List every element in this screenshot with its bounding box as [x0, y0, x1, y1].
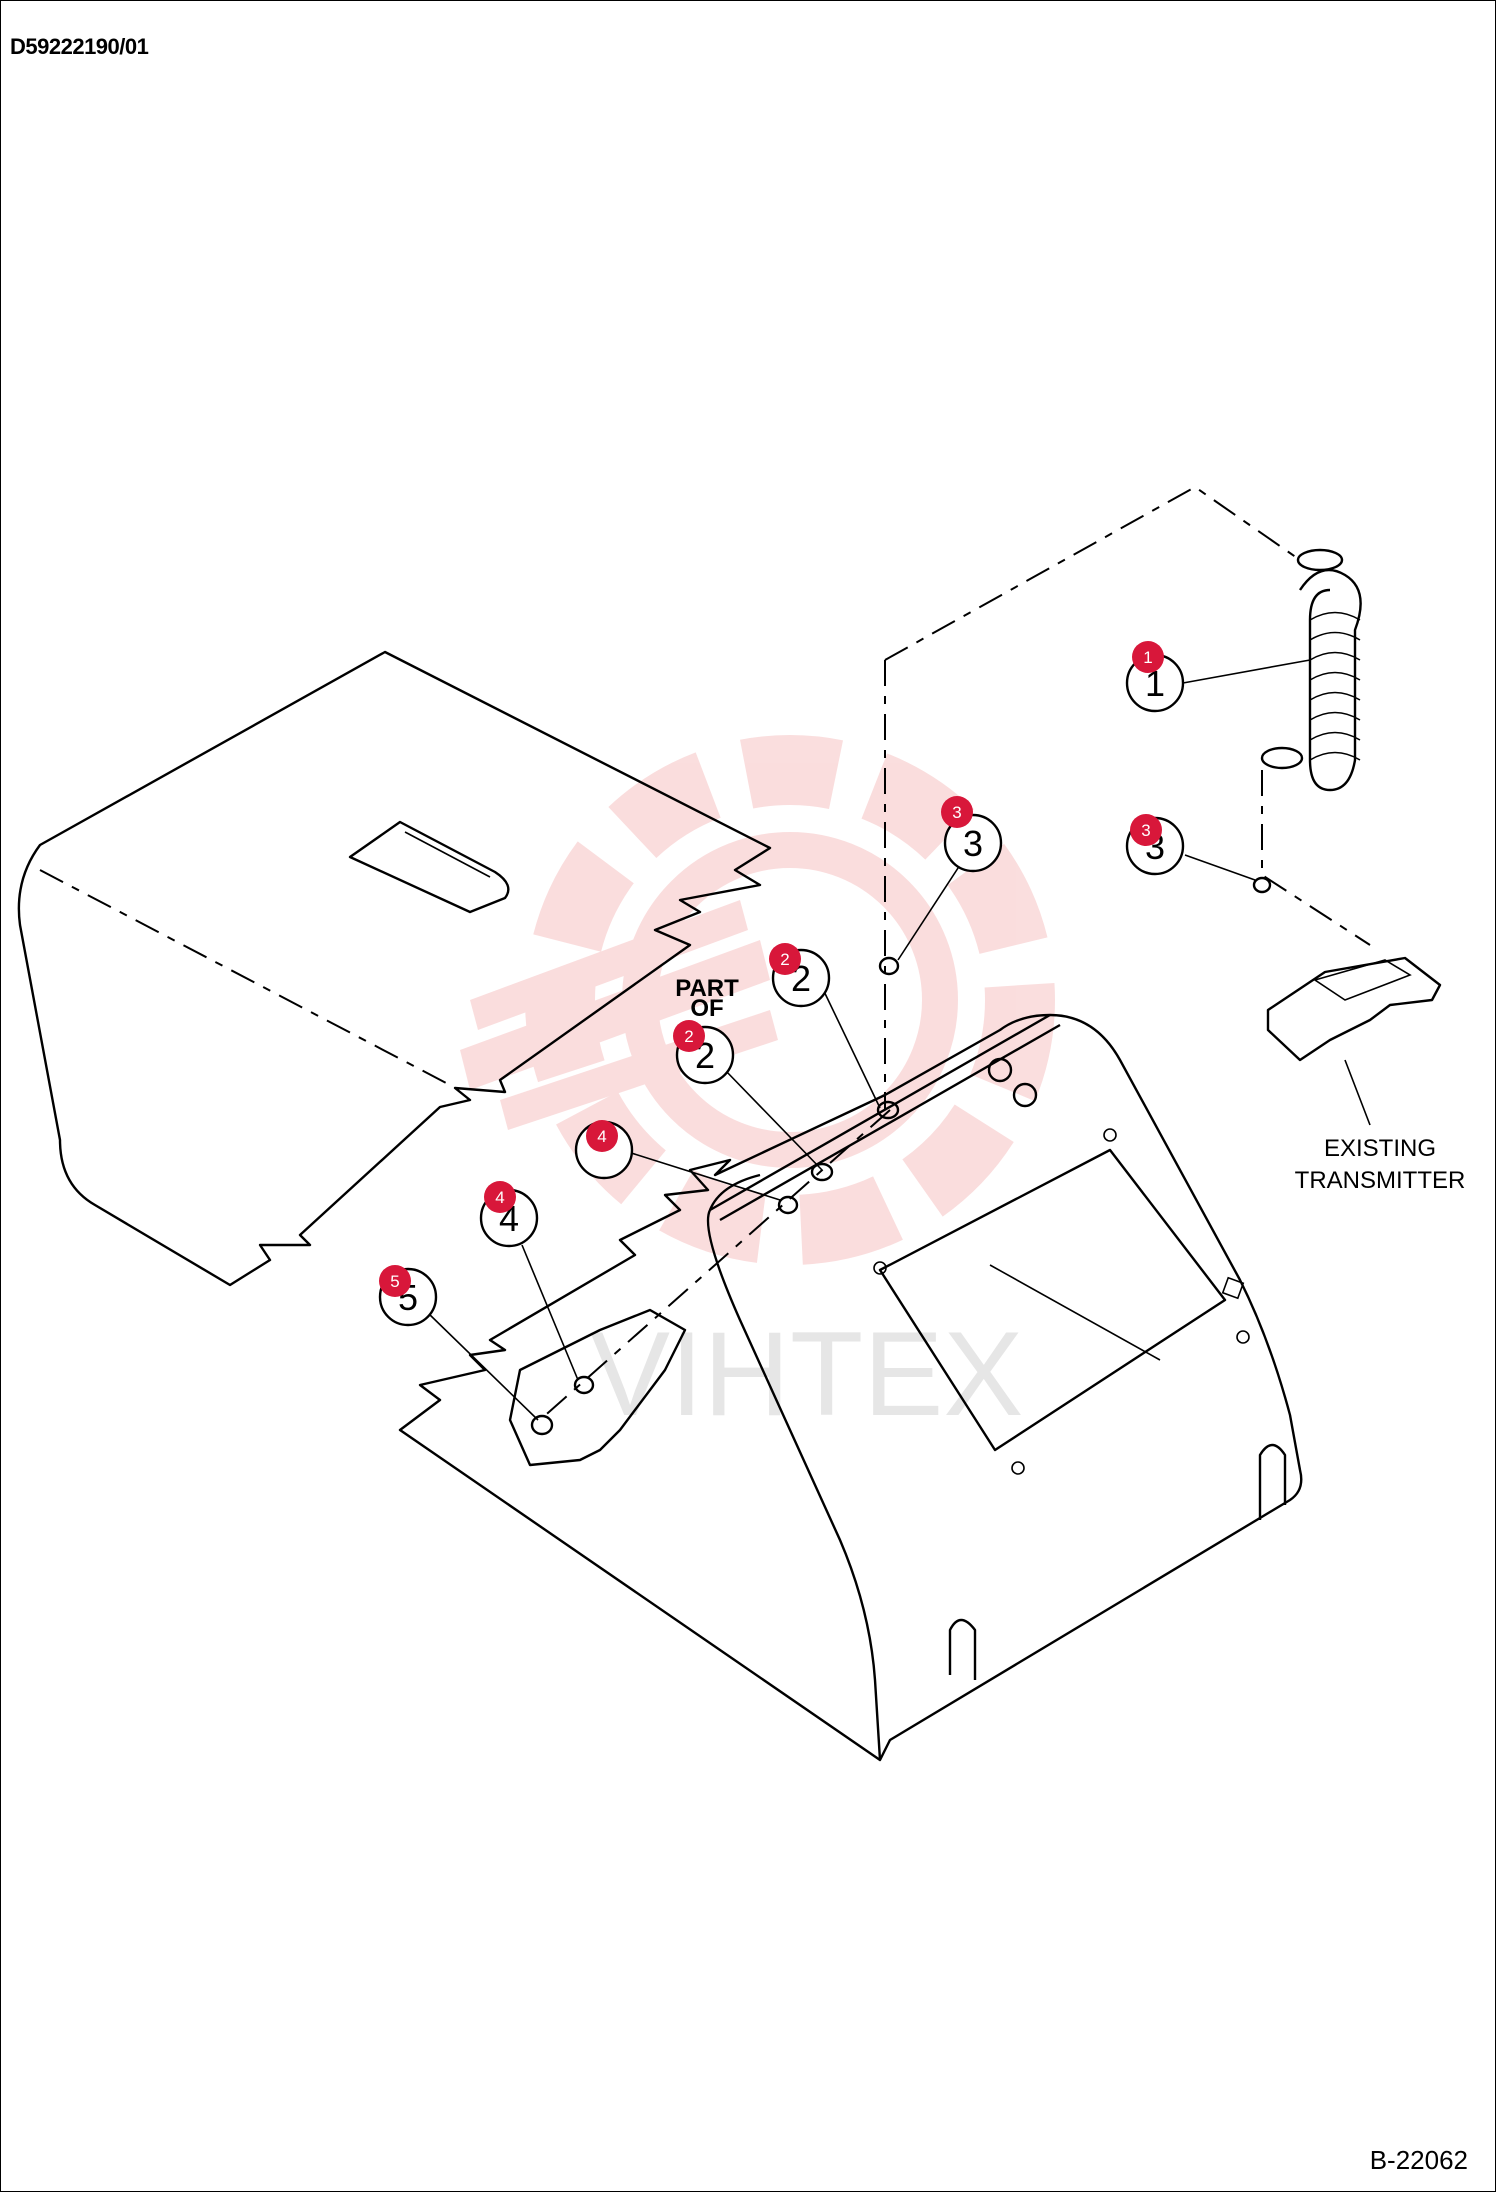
hardware-pieces [530, 876, 1272, 1436]
left-panel-outline [17, 650, 772, 1287]
left-panel-window [348, 820, 510, 914]
callout-2-upper: 2 2 [769, 943, 831, 1008]
housing-hole-1 [987, 1057, 1013, 1083]
callout-5: 5 5 [378, 1265, 438, 1327]
callout-3-right: 3 3 [1125, 814, 1185, 876]
callout-4-upper: 4 [574, 1120, 634, 1180]
cord-path-right [1261, 770, 1371, 946]
svg-text:1: 1 [1145, 663, 1165, 704]
leader-lines [427, 659, 1371, 1421]
callout-4-lower: 4 4 [479, 1181, 539, 1248]
callout-1: 1 1 [1125, 641, 1185, 713]
sheet-id: B-22062 [1369, 2145, 1468, 2175]
housing-slot-side [1258, 1443, 1287, 1520]
housing-top-rim [709, 1013, 1061, 1222]
document-id: D59222190/01 [10, 34, 149, 59]
main-housing-front-edge [706, 1173, 882, 1761]
housing-side-window [878, 1148, 1227, 1452]
callout-2-part-of: 2 2 [673, 1020, 735, 1085]
housing-hole-2 [1012, 1082, 1038, 1108]
watermark-text: VIHTEX [590, 1307, 1023, 1441]
cord-path-left [539, 1109, 891, 1421]
svg-text:3: 3 [963, 823, 983, 864]
svg-text:2: 2 [780, 950, 789, 969]
svg-text:4: 4 [495, 1188, 504, 1207]
transmitter-label-line2: TRANSMITTER [1295, 1167, 1466, 1194]
svg-text:3: 3 [952, 803, 961, 822]
callout-3-upper: 3 3 [941, 796, 1003, 873]
transmitter-label-line1: EXISTING [1324, 1135, 1436, 1162]
main-housing-outline [398, 1013, 1303, 1762]
mounting-plate [508, 1308, 687, 1467]
svg-text:5: 5 [390, 1272, 399, 1291]
svg-text:2: 2 [684, 1027, 693, 1046]
existing-transmitter [1266, 956, 1442, 1062]
cord-path-upper [884, 485, 1301, 661]
coil-cord [1260, 548, 1362, 792]
housing-slot-bottom [948, 1618, 977, 1680]
left-panel-hidden-edge [39, 869, 451, 1086]
svg-text:1: 1 [1143, 648, 1152, 667]
part-of-label-line1: PART [675, 975, 739, 1002]
svg-text:3: 3 [1141, 821, 1150, 840]
svg-text:4: 4 [597, 1127, 606, 1146]
part-of-label-line2: OF [690, 995, 723, 1022]
watermark-logo [460, 735, 1055, 1265]
